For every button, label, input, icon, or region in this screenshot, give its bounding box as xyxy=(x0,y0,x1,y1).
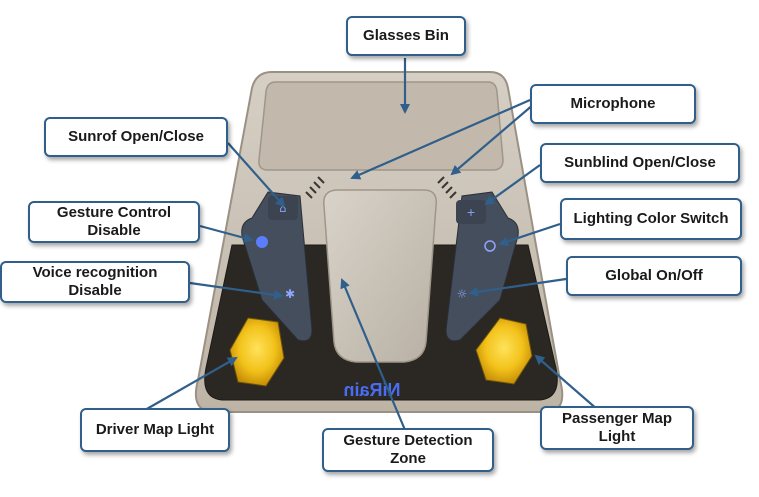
driver-map-light[interactable] xyxy=(229,317,285,387)
microphone-grille-left xyxy=(305,176,325,199)
arrow-passenger-map-light xyxy=(534,354,599,411)
sunblind-button[interactable]: + xyxy=(456,200,486,224)
arrow-driver-map-light xyxy=(144,357,238,411)
arrow-gesture-zone xyxy=(340,278,407,431)
arrow-microphone-left xyxy=(350,98,531,180)
label-lighting-color: Lighting Color Switch xyxy=(560,198,742,240)
label-voice-recognition: Voice recognition Disable xyxy=(0,261,190,303)
arrow-sunroof xyxy=(227,142,286,208)
label-sunroof-text: Sunrof Open/Close xyxy=(68,128,204,145)
left-button-strip xyxy=(241,191,313,342)
sunroof-button[interactable]: ⌂ xyxy=(268,196,298,220)
glasses-bin[interactable] xyxy=(258,81,504,171)
microphone-grille-right xyxy=(437,176,457,199)
label-gesture-control-text: Gesture Control Disable xyxy=(56,204,172,239)
right-button-strip xyxy=(445,191,519,342)
passenger-map-light[interactable] xyxy=(475,317,533,385)
label-gesture-zone: Gesture Detection Zone xyxy=(322,428,494,472)
label-microphone: Microphone xyxy=(530,84,696,124)
label-sunblind: Sunblind Open/Close xyxy=(540,143,740,183)
arrow-voice-recognition xyxy=(189,281,284,300)
label-sunroof: Sunrof Open/Close xyxy=(44,117,228,157)
gesture-detection-pad[interactable] xyxy=(323,189,437,363)
arrow-sunblind xyxy=(484,164,541,206)
gesture-control-button[interactable] xyxy=(256,236,268,248)
arrow-gesture-control xyxy=(199,224,254,243)
lighting-color-button[interactable] xyxy=(484,240,496,252)
voice-recognition-button[interactable]: ✱ xyxy=(285,287,295,301)
label-gesture-zone-text: Gesture Detection Zone xyxy=(343,432,473,467)
label-sunblind-text: Sunblind Open/Close xyxy=(564,154,716,171)
arrow-microphone-right xyxy=(450,103,535,176)
arrow-global-onoff xyxy=(468,277,567,297)
arrows xyxy=(144,58,599,431)
label-passenger-map-light: Passenger Map Light xyxy=(540,406,694,450)
arrow-lighting-color xyxy=(498,222,561,247)
label-microphone-text: Microphone xyxy=(570,95,656,112)
label-driver-map-light: Driver Map Light xyxy=(80,408,230,452)
svg-text:+: + xyxy=(466,206,475,219)
label-lighting-color-text: Lighting Color Switch xyxy=(573,210,729,227)
label-passenger-map-light-text: Passenger Map Light xyxy=(561,410,673,445)
label-voice-recognition-text: Voice recognition Disable xyxy=(32,264,158,299)
svg-text:☼: ☼ xyxy=(457,287,468,301)
label-driver-map-light-text: Driver Map Light xyxy=(95,421,215,438)
global-onoff-button[interactable]: ☼ xyxy=(457,287,468,301)
label-glasses-bin-text: Glasses Bin xyxy=(363,27,449,44)
label-global-onoff: Global On/Off xyxy=(566,256,742,296)
svg-text:⌂: ⌂ xyxy=(280,202,287,215)
label-gesture-control: Gesture Control Disable xyxy=(28,201,200,243)
label-glasses-bin: Glasses Bin xyxy=(346,16,466,56)
label-global-onoff-text: Global On/Off xyxy=(605,267,703,284)
svg-text:✱: ✱ xyxy=(285,287,295,301)
